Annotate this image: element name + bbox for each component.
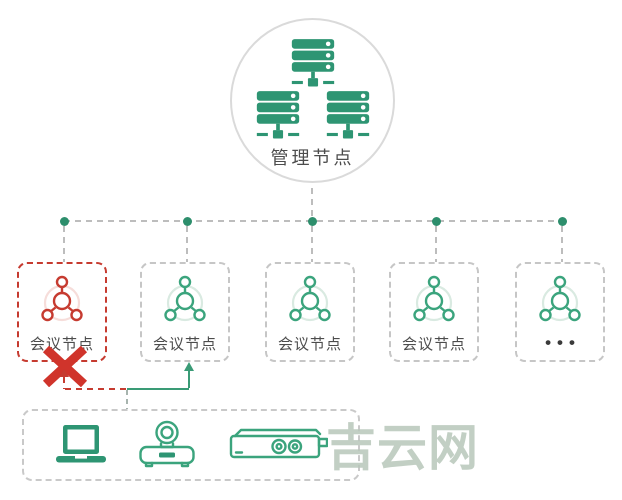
node-label: 会议节点 — [277, 335, 342, 353]
drop-line — [435, 226, 437, 262]
conference-node-2: 会议节点 — [140, 262, 230, 362]
conference-node-more: ••• — [515, 262, 605, 362]
more-nodes-ellipsis: ••• — [545, 333, 581, 352]
drop-line — [561, 226, 563, 262]
server-stack-row — [255, 90, 371, 140]
junction-dot — [432, 217, 441, 226]
conference-node-4: 会议节点 — [389, 262, 479, 362]
mesh-node-icon — [413, 275, 455, 321]
device-uplink-line — [126, 390, 128, 409]
drop-line — [311, 226, 313, 262]
mesh-node-icon — [41, 275, 83, 321]
junction-dot — [308, 217, 317, 226]
reroute-path-line — [127, 388, 189, 390]
conference-node-1-failed: 会议节点 — [17, 262, 107, 362]
reroute-path-line — [188, 370, 190, 388]
management-node: 管理节点 — [230, 18, 395, 183]
failed-path-line — [65, 388, 127, 390]
node-label: 会议节点 — [152, 335, 217, 353]
node-label: 会议节点 — [401, 335, 466, 353]
management-node-label: 管理节点 — [270, 147, 355, 168]
reroute-path-arrow — [184, 362, 194, 371]
conference-node-3: 会议节点 — [265, 262, 355, 362]
node-label: 会议节点 — [29, 335, 94, 353]
laptop-icon — [55, 425, 106, 463]
endpoint-devices-box — [22, 409, 360, 481]
failure-x-icon — [42, 346, 88, 387]
video-bar-icon — [229, 428, 328, 459]
failed-path-arrow — [59, 369, 69, 377]
junction-dot — [558, 217, 567, 226]
server-stack-icon — [256, 90, 299, 138]
drop-line — [63, 226, 65, 262]
drop-line — [186, 226, 188, 262]
server-stack-icon — [291, 38, 334, 86]
junction-dot — [183, 217, 192, 226]
ptz-camera-icon — [139, 420, 195, 468]
mesh-node-icon — [164, 275, 206, 321]
mesh-node-icon — [539, 275, 581, 322]
trunk-line — [311, 188, 313, 219]
junction-dot — [60, 217, 69, 226]
server-stack-icon — [326, 90, 369, 138]
failed-path-line — [63, 377, 65, 389]
mesh-node-icon — [289, 275, 331, 321]
